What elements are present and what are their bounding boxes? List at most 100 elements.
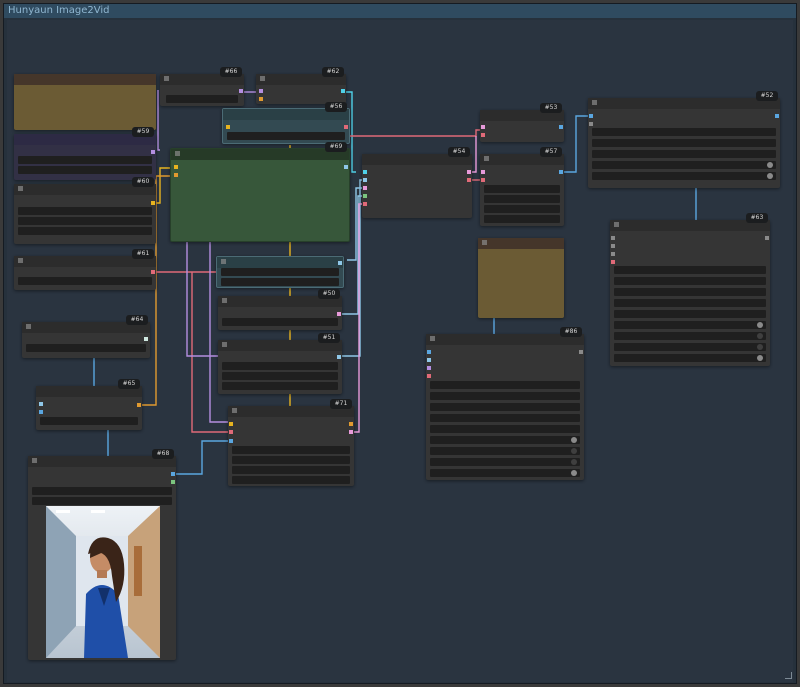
node-widget[interactable] bbox=[430, 414, 580, 422]
toggle-switch[interactable] bbox=[757, 355, 763, 361]
collapse-icon[interactable] bbox=[164, 76, 169, 81]
output-slot[interactable] bbox=[559, 125, 563, 129]
input-slot[interactable] bbox=[481, 133, 485, 137]
node-header[interactable] bbox=[14, 134, 156, 145]
node-widget[interactable] bbox=[232, 456, 350, 464]
input-slot[interactable] bbox=[363, 178, 367, 182]
node-header[interactable] bbox=[256, 74, 346, 85]
node-header[interactable] bbox=[478, 238, 564, 249]
node-widget[interactable] bbox=[40, 417, 138, 425]
collapse-icon[interactable] bbox=[222, 298, 227, 303]
node-widget[interactable] bbox=[592, 150, 776, 158]
input-slot[interactable] bbox=[39, 410, 43, 414]
output-slot[interactable] bbox=[765, 236, 769, 240]
node-51[interactable]: #51 bbox=[218, 333, 342, 394]
input-slot[interactable] bbox=[589, 122, 593, 126]
input-slot[interactable] bbox=[363, 194, 367, 198]
input-slot[interactable] bbox=[363, 202, 367, 206]
node-vae-encode[interactable] bbox=[216, 256, 344, 288]
input-slot[interactable] bbox=[363, 170, 367, 174]
input-slot[interactable] bbox=[611, 260, 615, 264]
node-widget[interactable] bbox=[430, 458, 580, 466]
toggle-switch[interactable] bbox=[571, 437, 577, 443]
output-slot[interactable] bbox=[151, 201, 155, 205]
toggle-switch[interactable] bbox=[767, 162, 773, 168]
node-50[interactable]: #50 bbox=[218, 289, 342, 330]
output-slot[interactable] bbox=[171, 480, 175, 484]
node-widget[interactable] bbox=[222, 382, 338, 390]
node-widget[interactable] bbox=[227, 132, 345, 140]
output-slot[interactable] bbox=[341, 89, 345, 93]
node-widget[interactable] bbox=[222, 372, 338, 380]
node-widget[interactable] bbox=[614, 321, 766, 329]
node-widget[interactable] bbox=[232, 476, 350, 484]
node-61[interactable]: #61 bbox=[14, 249, 156, 290]
output-slot[interactable] bbox=[559, 170, 563, 174]
output-slot[interactable] bbox=[467, 178, 471, 182]
node-header[interactable] bbox=[22, 322, 150, 333]
node-56[interactable]: #56 bbox=[222, 102, 350, 144]
node-header[interactable] bbox=[171, 149, 349, 160]
node-widget[interactable] bbox=[18, 156, 152, 164]
input-slot[interactable] bbox=[174, 165, 178, 169]
node-widget[interactable] bbox=[592, 128, 776, 136]
input-slot[interactable] bbox=[481, 178, 485, 182]
node-header[interactable] bbox=[14, 74, 156, 85]
node-57[interactable]: #57 bbox=[480, 147, 564, 226]
node-widget[interactable] bbox=[614, 354, 766, 362]
toggle-switch[interactable] bbox=[757, 344, 763, 350]
node-86[interactable]: #86 bbox=[426, 327, 584, 480]
node-63[interactable]: #63 bbox=[610, 213, 770, 366]
node-header[interactable] bbox=[217, 257, 343, 268]
output-slot[interactable] bbox=[338, 261, 342, 265]
node-widget[interactable] bbox=[484, 185, 560, 193]
collapse-icon[interactable] bbox=[32, 458, 37, 463]
node-widget[interactable] bbox=[18, 207, 152, 215]
node-71[interactable]: #71 bbox=[228, 399, 354, 486]
collapse-icon[interactable] bbox=[222, 342, 227, 347]
collapse-icon[interactable] bbox=[260, 76, 265, 81]
node-widget[interactable] bbox=[614, 288, 766, 296]
node-69[interactable]: #69 bbox=[170, 142, 350, 242]
node-widget[interactable] bbox=[18, 166, 152, 174]
node-widget[interactable] bbox=[430, 381, 580, 389]
input-slot[interactable] bbox=[174, 173, 178, 177]
node-62[interactable]: #62 bbox=[256, 67, 346, 104]
node-header[interactable] bbox=[480, 110, 564, 121]
input-slot[interactable] bbox=[481, 170, 485, 174]
node-widget[interactable] bbox=[484, 205, 560, 213]
node-header[interactable] bbox=[223, 109, 349, 120]
node-widget[interactable] bbox=[166, 95, 238, 103]
node-64[interactable]: #64 bbox=[22, 315, 150, 358]
input-slot[interactable] bbox=[39, 402, 43, 406]
output-slot[interactable] bbox=[775, 114, 779, 118]
node-widget[interactable] bbox=[430, 392, 580, 400]
node-widget[interactable] bbox=[232, 466, 350, 474]
output-slot[interactable] bbox=[349, 430, 353, 434]
input-slot[interactable] bbox=[427, 358, 431, 362]
input-slot[interactable] bbox=[259, 89, 263, 93]
node-53[interactable]: #53 bbox=[480, 103, 564, 142]
node-widget[interactable] bbox=[614, 332, 766, 340]
collapse-icon[interactable] bbox=[484, 156, 489, 161]
input-slot[interactable] bbox=[589, 114, 593, 118]
input-slot[interactable] bbox=[427, 350, 431, 354]
node-widget[interactable] bbox=[430, 436, 580, 444]
output-slot[interactable] bbox=[151, 150, 155, 154]
input-slot[interactable] bbox=[611, 252, 615, 256]
toggle-switch[interactable] bbox=[757, 333, 763, 339]
output-slot[interactable] bbox=[137, 403, 141, 407]
node-header[interactable] bbox=[228, 406, 354, 417]
input-slot[interactable] bbox=[363, 186, 367, 190]
output-slot[interactable] bbox=[344, 165, 348, 169]
input-slot[interactable] bbox=[427, 366, 431, 370]
node-60[interactable]: #60 bbox=[14, 177, 156, 244]
node-widget[interactable] bbox=[430, 425, 580, 433]
node-group-label-brown-2[interactable] bbox=[478, 238, 564, 318]
node-header[interactable] bbox=[36, 386, 142, 397]
input-slot[interactable] bbox=[226, 125, 230, 129]
node-54[interactable]: #54 bbox=[362, 147, 472, 218]
output-slot[interactable] bbox=[349, 422, 353, 426]
collapse-icon[interactable] bbox=[614, 222, 619, 227]
node-header[interactable] bbox=[426, 334, 584, 345]
